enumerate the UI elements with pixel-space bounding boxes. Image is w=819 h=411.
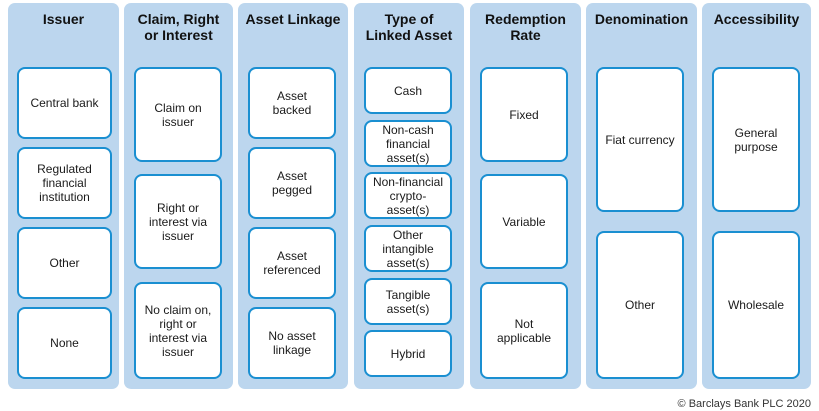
column-claim-right-interest: Claim, Right or Interest Claim on issuer… bbox=[124, 3, 233, 389]
cell-other: Other bbox=[17, 227, 112, 299]
column-header: Accessibility bbox=[713, 11, 800, 27]
column-accessibility: Accessibility General purpose Wholesale bbox=[702, 3, 811, 389]
cell-tangible-assets: Tangible asset(s) bbox=[364, 278, 452, 325]
column-issuer: Issuer Central bank Regulated financial … bbox=[8, 3, 119, 389]
copyright-notice: © Barclays Bank PLC 2020 bbox=[677, 398, 811, 410]
cell-regulated-financial-institution: Regulated financial institution bbox=[17, 147, 112, 219]
cell-no-claim: No claim on, right or interest via issue… bbox=[134, 282, 222, 379]
cell-fiat-currency: Fiat currency bbox=[596, 67, 684, 212]
column-header: Claim, Right or Interest bbox=[137, 11, 220, 43]
cell-not-applicable: Not applicable bbox=[480, 282, 568, 379]
cell-right-or-interest-via-issuer: Right or interest via issuer bbox=[134, 174, 222, 269]
cell-non-financial-crypto-assets: Non-financial crypto- asset(s) bbox=[364, 172, 452, 219]
column-type-of-linked-asset: Type of Linked Asset Cash Non-cash finan… bbox=[354, 3, 464, 389]
cell-none: None bbox=[17, 307, 112, 379]
column-denomination: Denomination Fiat currency Other bbox=[586, 3, 697, 389]
cell-central-bank: Central bank bbox=[17, 67, 112, 139]
cell-variable: Variable bbox=[480, 174, 568, 269]
column-header: Issuer bbox=[42, 11, 85, 27]
cell-cash: Cash bbox=[364, 67, 452, 114]
cell-asset-referenced: Asset referenced bbox=[248, 227, 336, 299]
cell-non-cash-financial-assets: Non-cash financial asset(s) bbox=[364, 120, 452, 167]
cell-asset-pegged: Asset pegged bbox=[248, 147, 336, 219]
cell-hybrid: Hybrid bbox=[364, 330, 452, 377]
column-header: Redemption Rate bbox=[485, 11, 566, 43]
cell-other: Other bbox=[596, 231, 684, 379]
cell-other-intangible-assets: Other intangible asset(s) bbox=[364, 225, 452, 272]
cell-wholesale: Wholesale bbox=[712, 231, 800, 379]
column-redemption-rate: Redemption Rate Fixed Variable Not appli… bbox=[470, 3, 581, 389]
cell-no-asset-linkage: No asset linkage bbox=[248, 307, 336, 379]
cell-asset-backed: Asset backed bbox=[248, 67, 336, 139]
cell-fixed: Fixed bbox=[480, 67, 568, 162]
column-header: Denomination bbox=[594, 11, 689, 27]
cell-claim-on-issuer: Claim on issuer bbox=[134, 67, 222, 162]
column-header: Type of Linked Asset bbox=[365, 11, 453, 43]
cell-general-purpose: General purpose bbox=[712, 67, 800, 212]
column-asset-linkage: Asset Linkage Asset backed Asset pegged … bbox=[238, 3, 348, 389]
column-header: Asset Linkage bbox=[245, 11, 341, 27]
